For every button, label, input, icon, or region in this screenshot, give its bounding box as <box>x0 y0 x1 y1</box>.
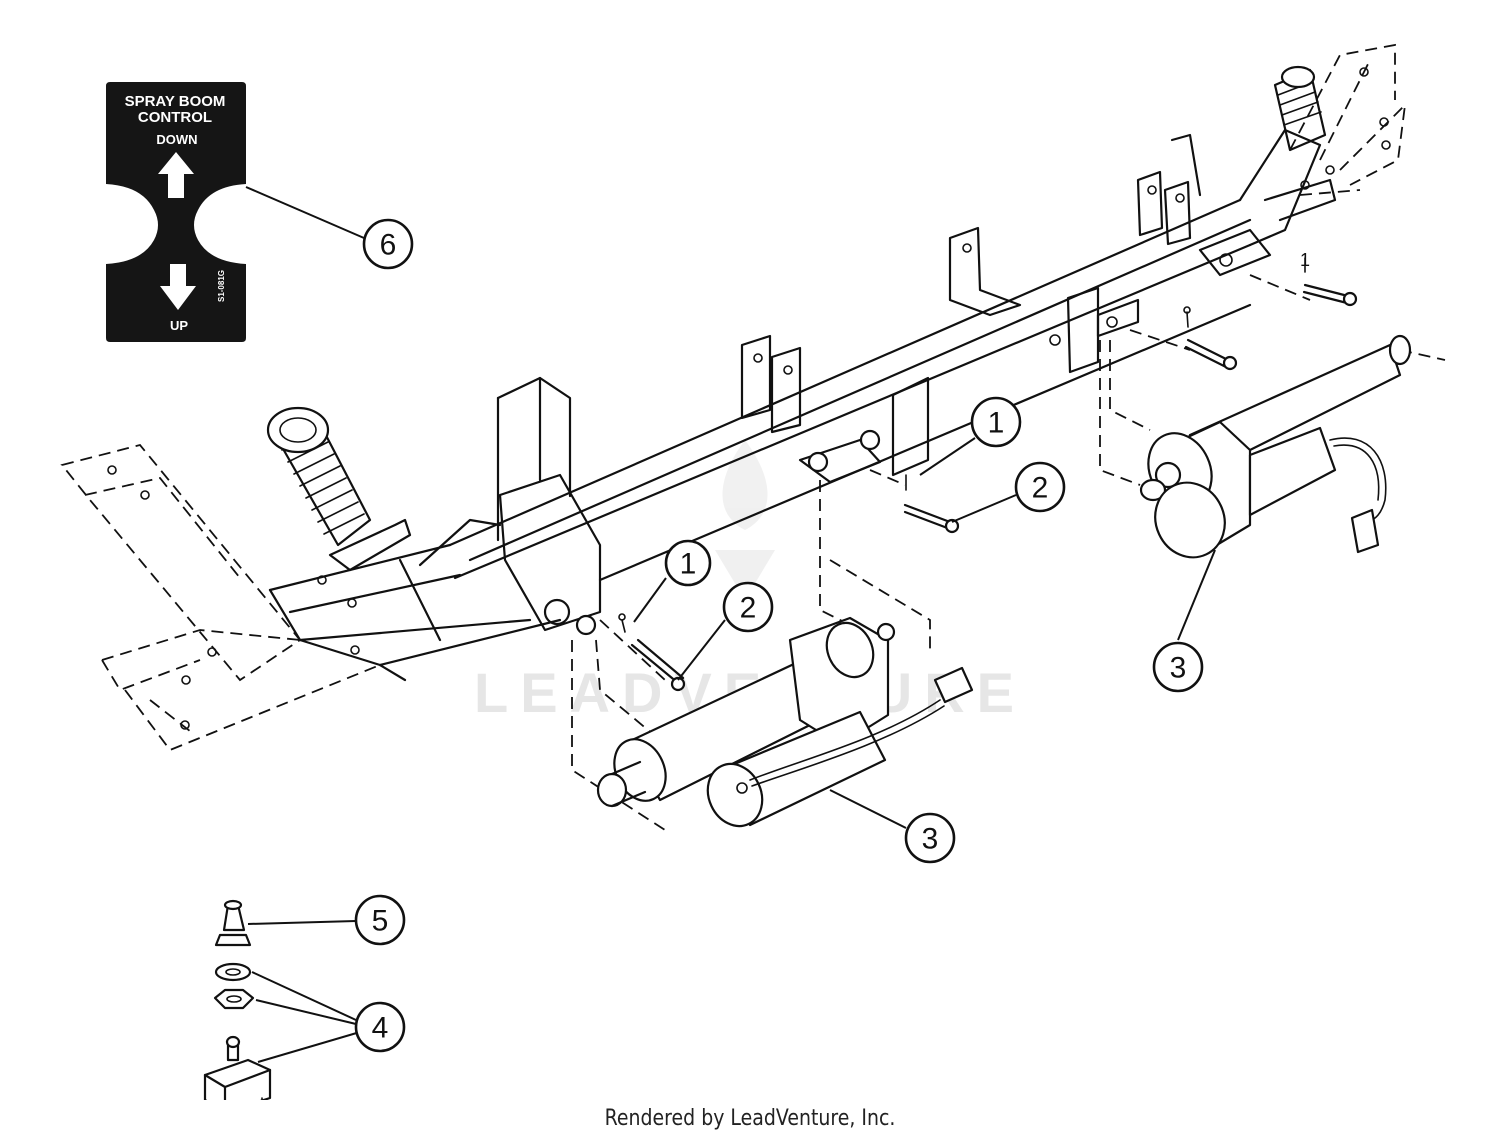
callout-3a: 3 <box>904 812 956 864</box>
pin-center <box>903 474 960 534</box>
left-boom-extension-outline <box>60 443 381 752</box>
callout-2a: 2 <box>722 581 774 633</box>
pin-right <box>1183 306 1238 371</box>
svg-text:1: 1 <box>988 407 1005 440</box>
svg-text:3: 3 <box>922 823 939 856</box>
actuator-right <box>1139 334 1412 559</box>
arrow-down-icon <box>160 264 196 310</box>
callout-6: 6 <box>362 218 414 270</box>
callout-2b: 2 <box>1014 461 1066 513</box>
svg-text:2: 2 <box>740 592 757 625</box>
left-spring <box>266 406 412 572</box>
watermark-logo-icon <box>715 440 775 600</box>
decal-down-label: DOWN <box>156 132 197 147</box>
decal-title-line1: SPRAY BOOM <box>125 93 226 110</box>
spray-boom-control-decal: SPRAY BOOM CONTROL DOWN UP S1-081G <box>106 82 246 342</box>
svg-text:4: 4 <box>372 1012 389 1045</box>
callout-5: 5 <box>354 894 406 946</box>
arrow-up-icon <box>158 152 194 198</box>
svg-text:5: 5 <box>372 905 389 938</box>
actuator-left <box>596 616 974 828</box>
toggle-switch-assembly <box>203 899 272 1100</box>
svg-text:1: 1 <box>680 548 697 581</box>
svg-text:2: 2 <box>1032 472 1049 505</box>
pin-left <box>618 613 686 692</box>
callout-4: 4 <box>354 1001 406 1053</box>
callout-1a: 1 <box>664 539 712 587</box>
decal-up-label: UP <box>170 318 188 333</box>
callout-3b: 3 <box>1152 641 1204 693</box>
decal-part-code: S1-081G <box>217 270 226 302</box>
svg-text:6: 6 <box>380 229 397 262</box>
footer-credit: Rendered by LeadVenture, Inc. <box>604 1106 896 1131</box>
parts-diagram: LEADVENTURE SPRAY BOOM CONTROL DOWN UP S… <box>60 43 1446 1100</box>
svg-text:3: 3 <box>1170 652 1187 685</box>
right-boom-extension-outline <box>1289 43 1407 196</box>
decal-title-line2: CONTROL <box>138 109 212 126</box>
callout-1b: 1 <box>970 396 1022 448</box>
small-part-label: 1 <box>1300 250 1310 270</box>
pin-right-top <box>1302 257 1358 307</box>
right-spring <box>1273 65 1327 152</box>
boom-frame <box>268 128 1337 682</box>
